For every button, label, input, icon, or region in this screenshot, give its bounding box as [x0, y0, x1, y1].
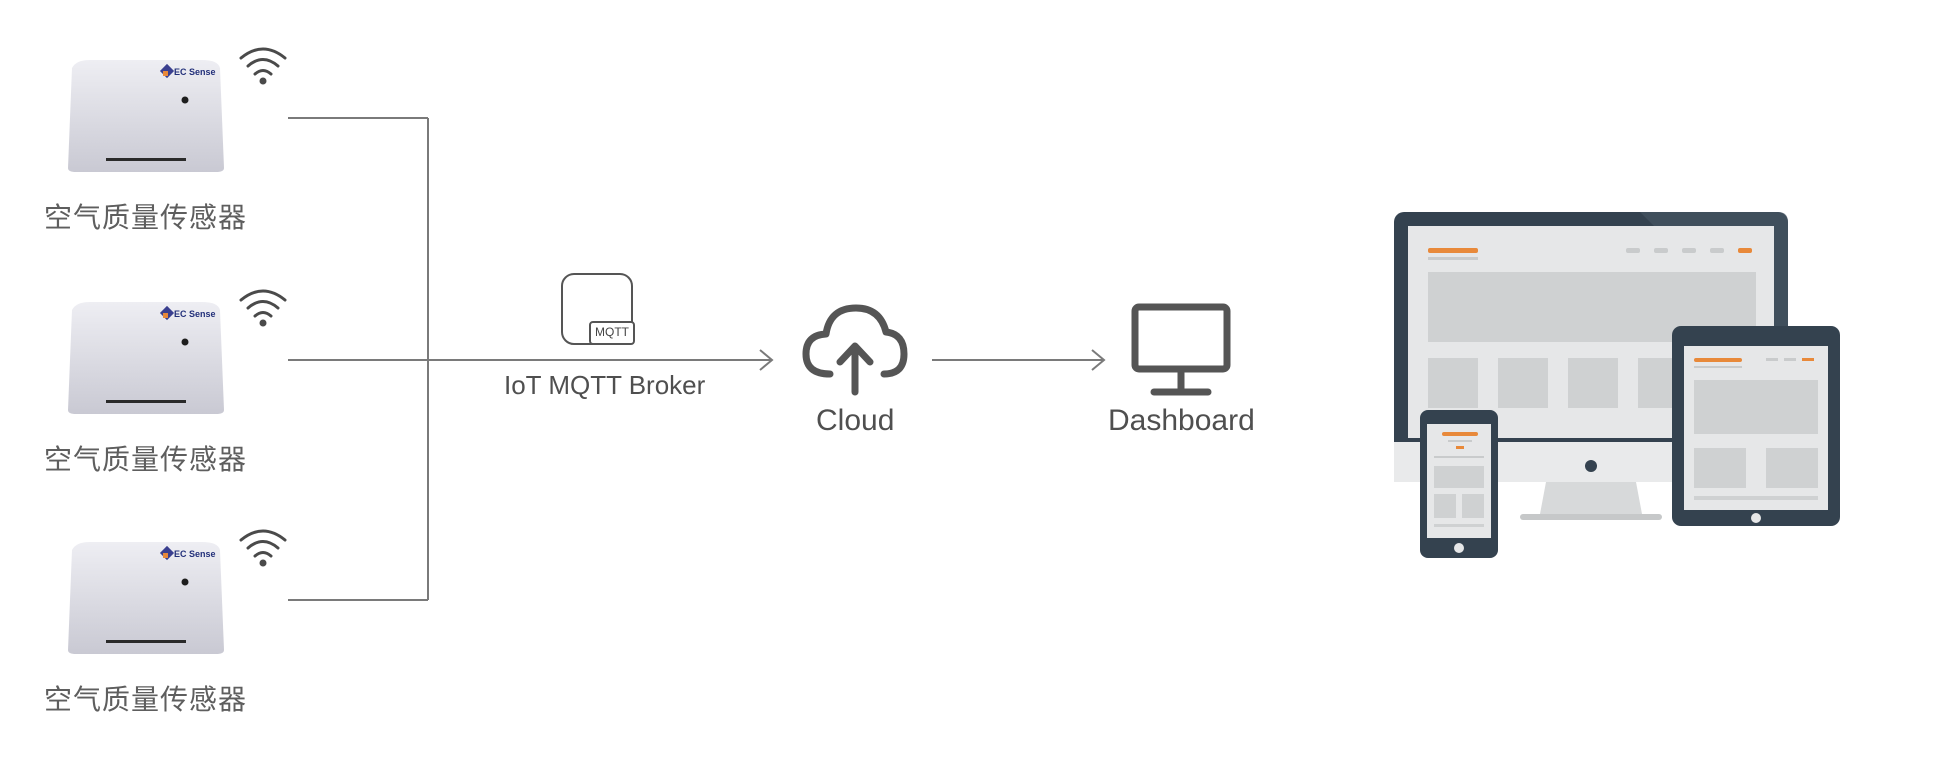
- sensor-device-3: EC Sense: [66, 540, 226, 656]
- sensor-device-2: EC Sense: [66, 300, 226, 416]
- sensor-brand: EC Sense: [174, 309, 216, 319]
- sensor-label: 空气质量传感器: [44, 443, 248, 476]
- sensor-device-icon: [68, 60, 224, 172]
- broker-label: IoT MQTT Broker: [504, 370, 706, 400]
- sensor-device-1: EC Sense: [66, 58, 226, 174]
- cloud-label: Cloud: [816, 404, 895, 437]
- tablet-illustration: [1672, 326, 1840, 526]
- mqtt-badge-label: MQTT: [595, 325, 629, 339]
- sensor-label: 空气质量传感器: [44, 201, 248, 234]
- sensor-device-icon: [68, 542, 224, 654]
- mqtt-broker-icon: MQTT: [560, 272, 636, 348]
- sensor-label: 空气质量传感器: [44, 683, 248, 716]
- wifi-icon: [239, 47, 287, 85]
- wifi-icon: [239, 289, 287, 327]
- phone-illustration: [1420, 410, 1498, 558]
- dashboard-label: Dashboard: [1108, 404, 1255, 437]
- to-dashboard-arrowhead: [1091, 349, 1106, 371]
- to-cloud-arrowhead: [759, 349, 774, 371]
- wifi-icon: [239, 529, 287, 567]
- responsive-devices-illustration: [1394, 212, 1840, 558]
- sensor-device-icon: [68, 302, 224, 414]
- sensor-brand: EC Sense: [174, 67, 216, 77]
- sensor-brand: EC Sense: [174, 549, 216, 559]
- cloud-upload-icon: [802, 304, 908, 396]
- monitor-icon: [1131, 303, 1231, 396]
